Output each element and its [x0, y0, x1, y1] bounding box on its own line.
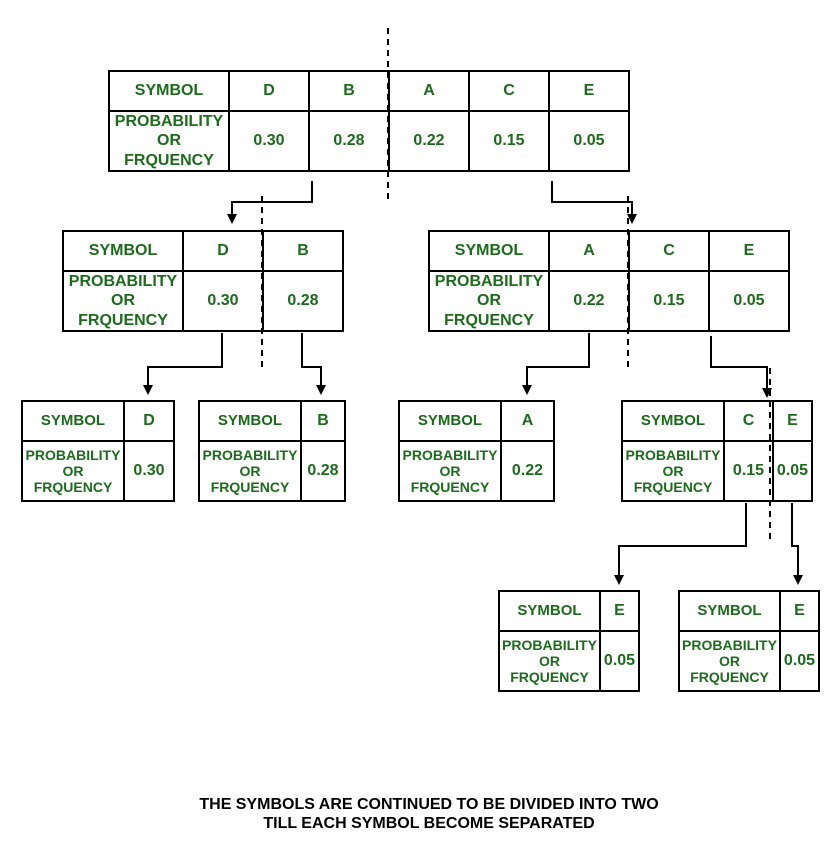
probability-label: PROBABILITY OR FRQUENCY — [21, 440, 125, 502]
symbol-cell: C — [723, 400, 774, 442]
symbol-cell: A — [388, 70, 470, 112]
probability-cell: 0.05 — [708, 270, 790, 332]
probability-label-line: PROBABILITY — [25, 446, 121, 463]
caption-line-2: TILL EACH SYMBOL BECOME SEPARATED — [263, 815, 595, 833]
probability-cell: 0.05 — [599, 630, 640, 692]
probability-label: PROBABILITY OR FRQUENCY — [621, 440, 725, 502]
probability-label-line: FRQUENCY — [410, 479, 490, 496]
probability-label-line: OR — [662, 462, 684, 479]
leaf-table-e-left: SYMBOL E PROBABILITY OR FRQUENCY 0.05 — [498, 590, 640, 692]
caption-line-1: THE SYMBOLS ARE CONTINUED TO BE DIVIDED … — [199, 796, 659, 813]
probability-label-line: FRQUENCY — [33, 479, 113, 496]
symbol-label: SYMBOL — [62, 230, 184, 272]
symbol-cell: E — [548, 70, 630, 112]
probability-label: PROBABILITY OR FRQUENCY — [498, 630, 601, 692]
probability-label-line: FRQUENCY — [690, 669, 769, 686]
probability-label: PROBABILITY OR FRQUENCY — [398, 440, 502, 502]
symbol-cell: B — [262, 230, 344, 272]
symbol-label: SYMBOL — [398, 400, 502, 442]
leaf-table-d: SYMBOL D PROBABILITY OR FRQUENCY 0.30 — [21, 400, 175, 502]
probability-label-line: FRQUENCY — [510, 669, 589, 686]
probability-label-line: OR — [539, 652, 560, 669]
probability-cell: 0.05 — [779, 630, 820, 692]
probability-label-line: PROBABILITY — [114, 113, 224, 131]
leaf-table-b: SYMBOL B PROBABILITY OR FRQUENCY 0.28 — [198, 400, 346, 502]
probability-label-line: PROBABILITY — [202, 446, 298, 463]
symbol-cell: D — [182, 230, 264, 272]
right-split-table: SYMBOL A C E PROBABILITY OR FRQUENCY 0.2… — [428, 230, 790, 332]
left-split-table: SYMBOL D B PROBABILITY OR FRQUENCY 0.30 … — [62, 230, 344, 332]
symbol-cell: A — [500, 400, 555, 442]
symbol-cell: E — [772, 400, 813, 442]
arrow-left-to-b — [301, 333, 326, 395]
probability-cell: 0.30 — [228, 110, 310, 172]
arrow-e-to-e2 — [791, 503, 803, 585]
symbol-cell: E — [779, 590, 820, 632]
probability-cell: 0.28 — [300, 440, 346, 502]
probability-label-line: OR — [239, 462, 261, 479]
symbol-cell: D — [123, 400, 175, 442]
probability-cell: 0.30 — [123, 440, 175, 502]
probability-label-line: FRQUENCY — [633, 479, 713, 496]
probability-label-line: OR — [111, 292, 135, 310]
probability-label: PROBABILITY OR FRQUENCY — [62, 270, 184, 332]
probability-label-line: FRQUENCY — [78, 311, 168, 329]
probability-label-line: PROBABILITY — [434, 273, 544, 291]
probability-cell: 0.30 — [182, 270, 264, 332]
symbol-label: SYMBOL — [198, 400, 302, 442]
arrow-right-to-ce — [710, 336, 772, 398]
probability-cell: 0.15 — [723, 440, 774, 502]
probability-label: PROBABILITY OR FRQUENCY — [108, 110, 230, 172]
symbol-cell: B — [308, 70, 390, 112]
probability-label-line: PROBABILITY — [625, 446, 721, 463]
probability-label-line: FRQUENCY — [210, 479, 290, 496]
probability-cell: 0.22 — [388, 110, 470, 172]
arrow-c-to-e1 — [614, 503, 747, 585]
caption: THE SYMBOLS ARE CONTINUED TO BE DIVIDED … — [0, 795, 838, 833]
symbol-label: SYMBOL — [678, 590, 781, 632]
symbol-cell: C — [628, 230, 710, 272]
probability-label-line: PROBABILITY — [402, 446, 498, 463]
arrow-root-to-right — [551, 181, 637, 224]
arrow-root-to-left — [227, 181, 313, 224]
probability-cell: 0.22 — [500, 440, 555, 502]
leaf-table-a: SYMBOL A PROBABILITY OR FRQUENCY 0.22 — [398, 400, 555, 502]
symbol-cell: E — [599, 590, 640, 632]
probability-label: PROBABILITY OR FRQUENCY — [198, 440, 302, 502]
probability-label-line: PROBABILITY — [502, 636, 597, 653]
symbol-label: SYMBOL — [621, 400, 725, 442]
probability-cell: 0.05 — [548, 110, 630, 172]
symbol-label: SYMBOL — [498, 590, 601, 632]
symbol-cell: E — [708, 230, 790, 272]
symbol-cell: A — [548, 230, 630, 272]
probability-cell: 0.15 — [628, 270, 710, 332]
symbol-label: SYMBOL — [428, 230, 550, 272]
probability-label-line: FRQUENCY — [444, 311, 534, 329]
probability-label-line: FRQUENCY — [124, 151, 214, 169]
probability-label-line: OR — [719, 652, 740, 669]
probability-label-line: OR — [439, 462, 461, 479]
symbol-cell: C — [468, 70, 550, 112]
probability-label-line: PROBABILITY — [682, 636, 777, 653]
ce-split-table: SYMBOL C E PROBABILITY OR FRQUENCY 0.15 … — [621, 400, 813, 502]
symbol-cell: D — [228, 70, 310, 112]
symbol-label: SYMBOL — [21, 400, 125, 442]
symbol-label: SYMBOL — [108, 70, 230, 112]
probability-cell: 0.28 — [308, 110, 390, 172]
root-table: SYMBOL D B A C E PROBABILITY OR FRQUENCY… — [108, 70, 630, 172]
probability-cell: 0.15 — [468, 110, 550, 172]
probability-label-line: OR — [477, 292, 501, 310]
probability-label-line: PROBABILITY — [68, 273, 178, 291]
leaf-table-e-right: SYMBOL E PROBABILITY OR FRQUENCY 0.05 — [678, 590, 820, 692]
probability-label: PROBABILITY OR FRQUENCY — [428, 270, 550, 332]
probability-cell: 0.28 — [262, 270, 344, 332]
symbol-cell: B — [300, 400, 346, 442]
probability-label-line: OR — [62, 462, 84, 479]
probability-cell: 0.05 — [772, 440, 813, 502]
probability-cell: 0.22 — [548, 270, 630, 332]
arrow-right-to-a — [522, 333, 590, 395]
probability-label-line: OR — [157, 132, 181, 150]
probability-label: PROBABILITY OR FRQUENCY — [678, 630, 781, 692]
arrow-left-to-d — [143, 333, 223, 395]
